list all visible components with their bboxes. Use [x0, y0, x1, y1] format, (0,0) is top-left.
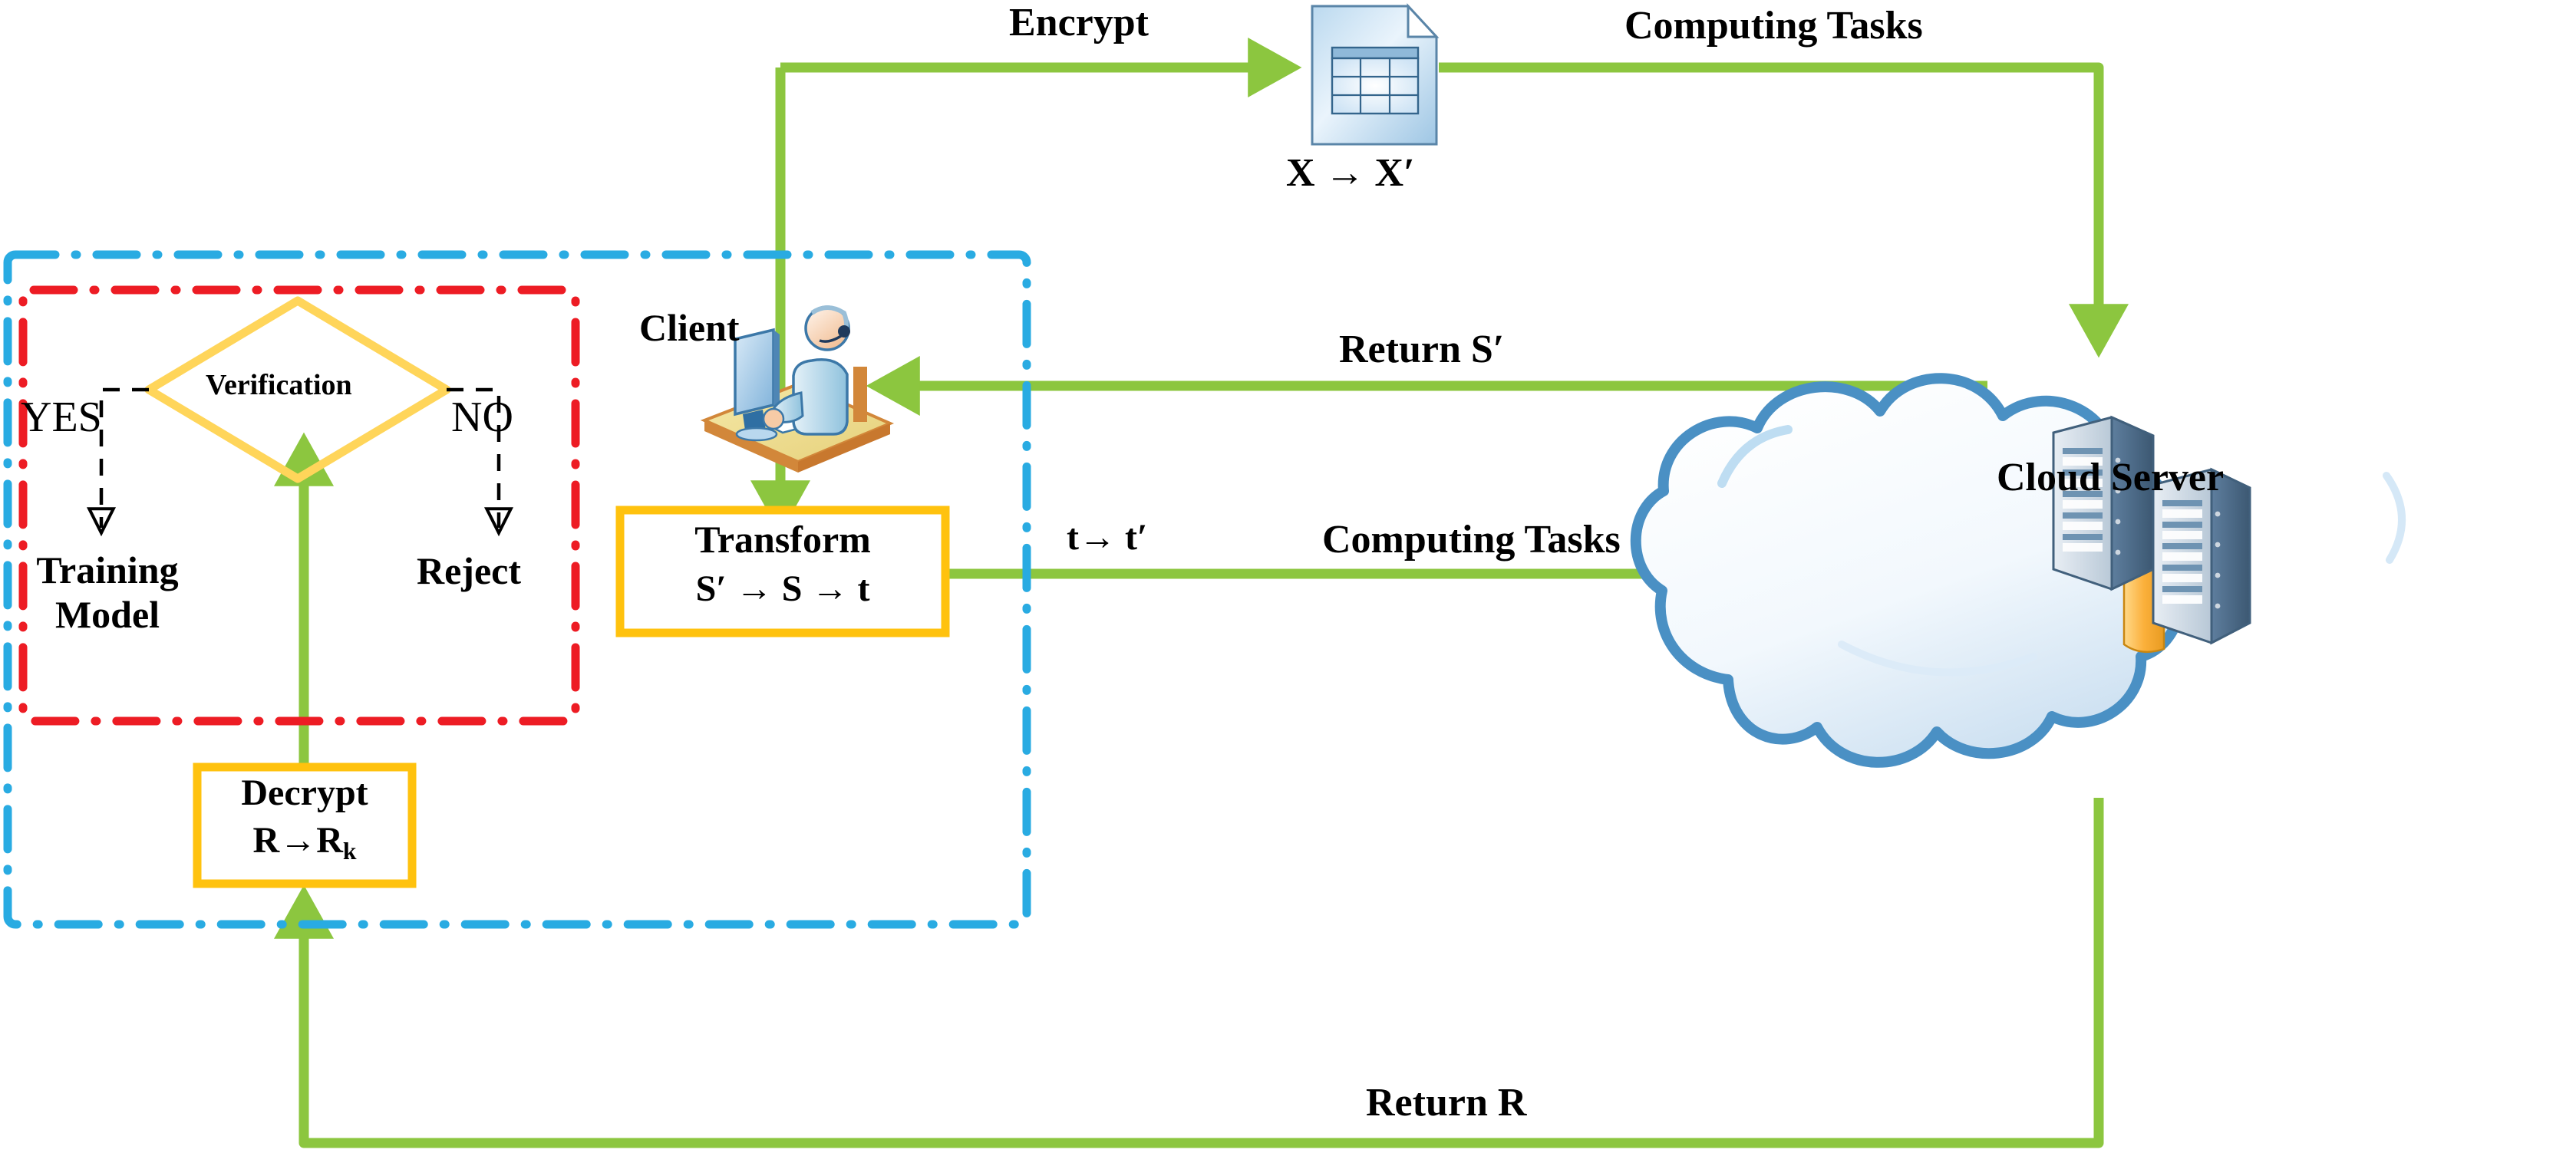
decrypt-formula: R→Rk: [197, 819, 412, 865]
training-model-line2: Model: [54, 592, 160, 636]
server-rack-front-icon: [2152, 467, 2251, 645]
cloud-server-label: Cloud Server: [1997, 456, 2225, 499]
transform-box: [615, 506, 950, 637]
encrypted-document-caption: X → X′: [1286, 151, 1415, 195]
edge-label-yes: YES: [21, 394, 102, 441]
edge-label-computing-tasks-mid: Computing Tasks: [1322, 518, 1621, 562]
server-rack-back-icon: [2052, 415, 2155, 591]
decrypt-title: Decrypt: [241, 772, 368, 813]
decrypt-formula-rk: R: [316, 820, 343, 861]
decrypt-formula-r: R: [252, 820, 280, 861]
edge-label-return-s-prime: Return S′: [1339, 328, 1505, 371]
transform-title: Transform: [694, 518, 871, 561]
cloud-server-icon: [1630, 373, 2406, 768]
decrypt-formula-sub: k: [342, 837, 357, 865]
edge-yes-branch-path: [86, 387, 149, 537]
edge-label-return-r: Return R: [1366, 1081, 1527, 1125]
decrypt-box: [193, 763, 417, 888]
verification-diamond: [144, 296, 451, 483]
edge-label-t-to-t-prime: t→ t′: [1067, 517, 1148, 558]
verification-label: Verification: [206, 369, 352, 401]
transform-formula: S′ → S → t: [695, 568, 870, 609]
edge-label-encrypt: Encrypt: [1009, 1, 1149, 44]
client-workstation-icon: [700, 305, 895, 473]
encrypted-document-icon: [1311, 3, 1440, 146]
decrypt-formula-arrow: →: [279, 820, 317, 861]
training-model-label: Training Model: [8, 548, 207, 637]
client-label: Client: [639, 306, 740, 349]
client-boundary-box: [3, 250, 1031, 929]
edge-label-no: NO: [451, 394, 513, 441]
reject-label: Reject: [417, 549, 521, 592]
training-model-line1: Training: [36, 548, 179, 591]
edge-computing-tasks-top-path: [1439, 62, 2129, 358]
edge-label-computing-tasks-top: Computing Tasks: [1624, 4, 1923, 48]
verification-boundary-box: [18, 285, 580, 726]
edge-return-r-path: [274, 798, 2104, 1148]
